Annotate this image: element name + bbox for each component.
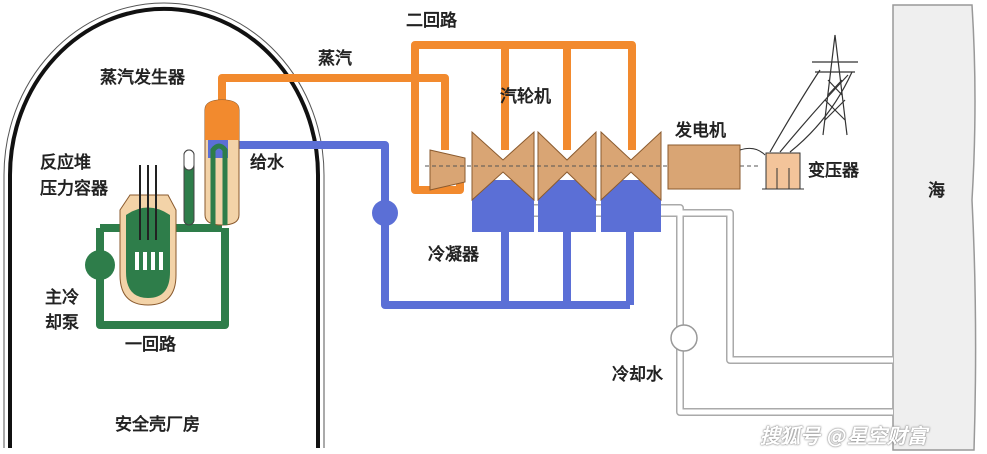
steam-pipes xyxy=(218,41,636,194)
label-turbine: 汽轮机 xyxy=(500,87,551,107)
label-feed-water: 给水 xyxy=(250,153,284,173)
label-reactor-line2: 压力容器 xyxy=(40,179,108,199)
label-steam-generator: 蒸汽发生器 xyxy=(100,68,185,88)
label-transformer: 变压器 xyxy=(808,161,859,181)
sea xyxy=(892,4,977,451)
watermark: 搜狐号 @星空财富 xyxy=(760,424,927,448)
transmission-tower xyxy=(769,34,858,153)
label-sea: 海 xyxy=(928,181,945,201)
label-reactor-line1: 反应堆 xyxy=(40,153,91,173)
cooling-water-pump xyxy=(670,324,698,352)
label-secondary-loop: 二回路 xyxy=(406,11,457,31)
label-generator: 发电机 xyxy=(675,121,726,141)
label-pump-line1: 主冷 xyxy=(45,288,79,308)
transformer xyxy=(765,152,801,190)
label-condenser: 冷凝器 xyxy=(428,245,479,265)
main-coolant-pump xyxy=(85,250,115,280)
label-cooling-water: 冷却水 xyxy=(612,365,663,385)
label-pump-line2: 却泵 xyxy=(45,313,79,333)
label-steam: 蒸汽 xyxy=(318,49,352,69)
label-containment: 安全壳厂房 xyxy=(115,415,200,435)
containment-dome xyxy=(8,7,320,448)
cooling-water-pipes xyxy=(480,204,893,416)
condensers xyxy=(472,180,661,232)
generator xyxy=(667,144,741,190)
feed-water-pump xyxy=(372,200,398,226)
label-primary-loop: 一回路 xyxy=(125,335,176,355)
